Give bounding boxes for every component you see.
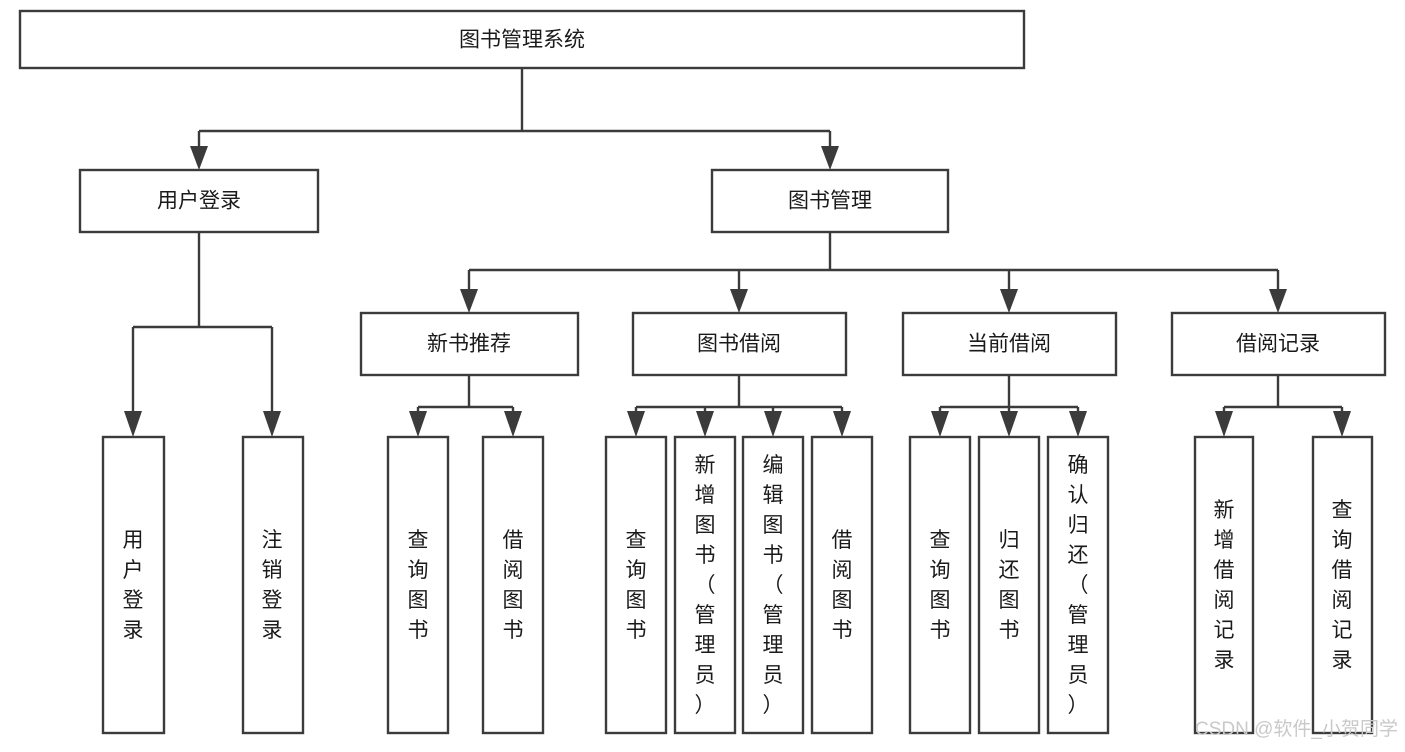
leaf-borrow-record-1[interactable]: 新增借阅记录 (1193, 435, 1255, 735)
arrowhead-book-manage (821, 146, 839, 170)
leaf-book-borrow-4[interactable]: 借阅图书 (810, 435, 874, 735)
leaf-new-book-2-box[interactable] (481, 435, 545, 735)
node-root-box[interactable] (18, 9, 1026, 70)
leaf-new-book-2-label: 借阅图书 (503, 529, 524, 642)
node-root-label: 图书管理系统 (459, 29, 585, 52)
node-new-book-recommend[interactable]: 新书推荐 (359, 311, 580, 377)
arrowhead-user-login (190, 146, 208, 170)
arrowhead-leaf-current-borrow-3 (1069, 411, 1087, 437)
leaf-borrow-record-1-box[interactable] (1193, 435, 1255, 735)
node-book-borrow-box[interactable] (631, 311, 848, 377)
leaf-new-book-2[interactable]: 借阅图书 (481, 435, 545, 735)
arrowhead-leaf-user-login-1 (124, 411, 142, 437)
node-new-book-recommend-label: 新书推荐 (427, 333, 511, 356)
leaf-user-login-2-label: 注销登录 (262, 529, 283, 642)
arrowhead-leaf-borrow-record-2 (1333, 411, 1351, 437)
arrowhead-leaf-book-borrow-1 (627, 411, 645, 437)
arrowhead-leaf-book-borrow-3 (764, 411, 782, 437)
node-user-login-box[interactable] (78, 168, 320, 234)
leaf-new-book-1-label: 查询图书 (408, 529, 429, 642)
leaf-user-login-2[interactable]: 注销登录 (241, 435, 305, 735)
node-borrow-record[interactable]: 借阅记录 (1170, 311, 1387, 377)
leaf-user-login-1[interactable]: 用户登录 (101, 435, 166, 735)
node-current-borrow-label: 当前借阅 (967, 333, 1051, 356)
node-user-login-label: 用户登录 (157, 190, 241, 213)
leaf-current-borrow-3-label: 确认归还（管理员） (1068, 454, 1089, 717)
node-root[interactable]: 图书管理系统 (18, 9, 1026, 70)
arrowhead-leaf-borrow-record-1 (1215, 411, 1233, 437)
node-book-borrow-label: 图书借阅 (697, 333, 781, 356)
node-current-borrow-box[interactable] (901, 311, 1118, 377)
node-book-manage-label: 图书管理 (788, 190, 872, 213)
leaf-user-login-1-box[interactable] (101, 435, 166, 735)
arrowhead-leaf-user-login-2 (263, 411, 281, 437)
arrowhead-leaf-current-borrow-2 (1000, 411, 1018, 437)
leaf-current-borrow-1[interactable]: 查询图书 (908, 435, 972, 735)
leaf-book-borrow-2-label: 新增图书（管理员） (695, 454, 716, 717)
leaf-book-borrow-1-label: 查询图书 (626, 529, 647, 642)
leaf-current-borrow-2[interactable]: 归还图书 (977, 435, 1041, 735)
node-current-borrow[interactable]: 当前借阅 (901, 311, 1118, 377)
leaf-borrow-record-2[interactable]: 查询借阅记录 (1311, 435, 1374, 735)
arrowhead-leaf-new-book-1 (409, 411, 427, 437)
node-book-manage[interactable]: 图书管理 (710, 168, 950, 234)
arrowhead-leaf-book-borrow-2 (696, 411, 714, 437)
leaf-current-borrow-2-label: 归还图书 (999, 529, 1020, 642)
node-new-book-recommend-box[interactable] (359, 311, 580, 377)
arrowhead-leaf-current-borrow-1 (931, 411, 949, 437)
leaf-book-borrow-3[interactable]: 编辑图书（管理员） (741, 435, 805, 735)
node-user-login[interactable]: 用户登录 (78, 168, 320, 234)
leaf-current-borrow-2-box[interactable] (977, 435, 1041, 735)
leaf-borrow-record-2-label: 查询借阅记录 (1332, 499, 1353, 672)
leaf-user-login-2-box[interactable] (241, 435, 305, 735)
leaf-current-borrow-1-box[interactable] (908, 435, 972, 735)
leaf-book-borrow-2[interactable]: 新增图书（管理员） (673, 435, 737, 735)
leaf-new-book-1-box[interactable] (386, 435, 450, 735)
leaf-new-book-1[interactable]: 查询图书 (386, 435, 450, 735)
leaf-book-borrow-3-box[interactable] (741, 435, 805, 735)
node-borrow-record-box[interactable] (1170, 311, 1387, 377)
arrowhead-leaf-new-book-2 (504, 411, 522, 437)
arrowhead-leaf-book-borrow-4 (833, 411, 851, 437)
leaf-current-borrow-1-label: 查询图书 (930, 529, 951, 642)
leaf-book-borrow-3-label: 编辑图书（管理员） (763, 454, 784, 717)
leaf-book-borrow-2-box[interactable] (673, 435, 737, 735)
arrowhead-borrow-record (1269, 289, 1287, 313)
connector-layer (124, 68, 1351, 437)
node-borrow-record-label: 借阅记录 (1236, 333, 1320, 356)
leaf-book-borrow-1-box[interactable] (604, 435, 668, 735)
leaf-user-login-1-label: 用户登录 (123, 529, 144, 642)
leaf-borrow-record-2-box[interactable] (1311, 435, 1374, 735)
leaf-current-borrow-3[interactable]: 确认归还（管理员） (1046, 435, 1110, 735)
node-book-manage-box[interactable] (710, 168, 950, 234)
leaf-book-borrow-4-label: 借阅图书 (832, 529, 853, 642)
leaf-book-borrow-4-box[interactable] (810, 435, 874, 735)
watermark-label: CSDN @软件_小贺同学 (1195, 718, 1398, 740)
arrowhead-current-borrow (1000, 289, 1018, 313)
leaf-book-borrow-1[interactable]: 查询图书 (604, 435, 668, 735)
leaf-current-borrow-3-box[interactable] (1046, 435, 1110, 735)
arrowhead-book-borrow (730, 289, 748, 313)
node-book-borrow[interactable]: 图书借阅 (631, 311, 848, 377)
arrowhead-new-book (460, 289, 478, 313)
leaf-borrow-record-1-label: 新增借阅记录 (1214, 499, 1235, 672)
